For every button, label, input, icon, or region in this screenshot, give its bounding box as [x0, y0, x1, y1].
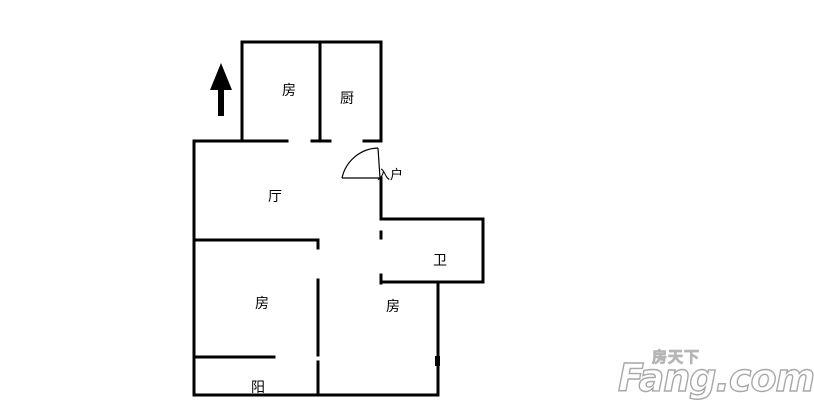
room-label-bedroom-top: 房	[282, 83, 296, 99]
watermark-logo: 房天下 Fang.com	[617, 346, 814, 406]
room-label-balcony: 阳	[251, 380, 265, 396]
room-label-entrance: 入户	[377, 168, 404, 183]
room-label-bedroom-left: 房	[255, 296, 269, 312]
watermark-main-text: Fang.com	[617, 355, 814, 400]
entrance-door-icon	[341, 147, 381, 179]
wall-bedroom-top	[192, 40, 332, 143]
room-label-bedroom-right: 房	[386, 299, 400, 315]
room-label-bathroom: 卫	[433, 253, 447, 269]
room-label-kitchen: 厨	[340, 91, 354, 107]
wall-kitchen	[318, 40, 383, 143]
wall-bedroom-right	[435, 280, 440, 397]
north-arrow-icon	[210, 63, 232, 116]
wall-living-divider	[192, 238, 320, 397]
wall-bathroom	[379, 217, 485, 284]
watermark-top-text: 房天下	[652, 348, 701, 367]
room-label-living-room: 厅	[268, 189, 282, 205]
wall-balcony	[192, 355, 440, 397]
